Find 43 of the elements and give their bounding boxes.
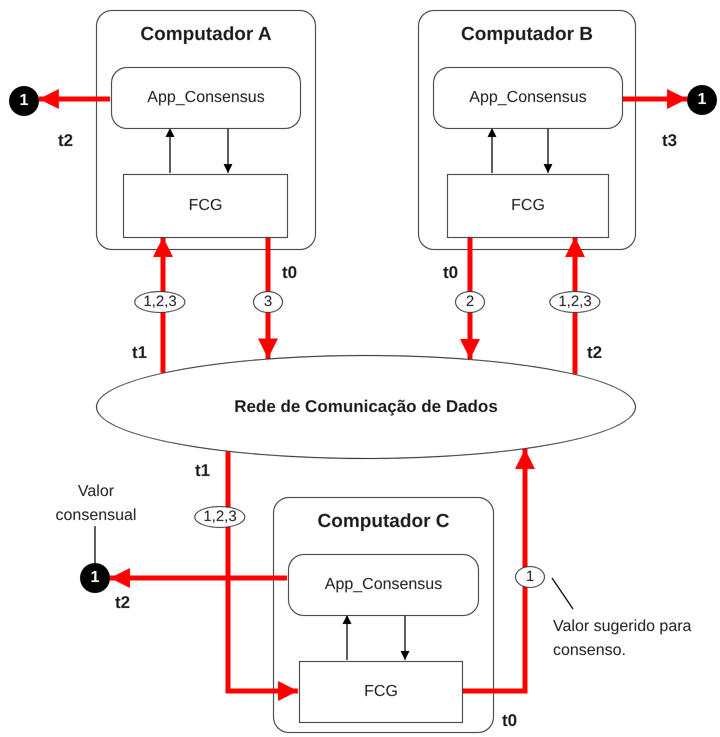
result-dot: 1 [80, 563, 110, 593]
process-box: App_Consensus [288, 554, 479, 616]
arrow [544, 128, 552, 173]
leader-line [552, 578, 574, 610]
edge-label: 3 [253, 291, 283, 313]
edge-label: 2 [455, 291, 485, 313]
edge-label: 1,2,3 [134, 291, 186, 313]
arrow [462, 449, 535, 694]
time-label: t3 [662, 130, 678, 152]
annotation-text: Valor sugerido para consenso. [553, 615, 713, 663]
arrow [622, 89, 688, 109]
computer-panel [273, 497, 494, 733]
process-box: App_Consensus [111, 67, 301, 129]
module-box: FCG [447, 174, 609, 238]
annotation-text: Valor consensual [50, 480, 142, 526]
arrow [226, 452, 298, 701]
arrow [224, 128, 232, 173]
arrow [166, 128, 174, 173]
module-box: FCG [299, 661, 463, 723]
arrow [342, 615, 352, 660]
module-box: FCG [123, 174, 288, 238]
result-dot: 1 [687, 85, 717, 115]
leader-line [94, 526, 96, 563]
computer-panel [418, 10, 636, 250]
time-label: t0 [443, 262, 458, 284]
time-label: t0 [502, 710, 518, 732]
edge-label: 1,2,3 [194, 506, 246, 528]
arrow [38, 89, 110, 109]
computer-panel [96, 10, 316, 250]
arrow [110, 568, 287, 588]
process-box: App_Consensus [433, 67, 623, 129]
result-dot: 1 [9, 86, 39, 116]
edge-label: 1 [515, 566, 545, 588]
panel-heading: Computador C [316, 510, 450, 534]
arrow [488, 128, 496, 173]
time-label: t0 [282, 262, 298, 284]
time-label: t1 [195, 460, 210, 482]
panel-heading: Computador B [460, 23, 594, 47]
edge-label: 1,2,3 [549, 291, 601, 313]
time-label: t2 [58, 130, 74, 152]
panel-heading: Computador A [139, 23, 273, 47]
time-label: t2 [115, 592, 130, 614]
arrow [400, 615, 410, 660]
